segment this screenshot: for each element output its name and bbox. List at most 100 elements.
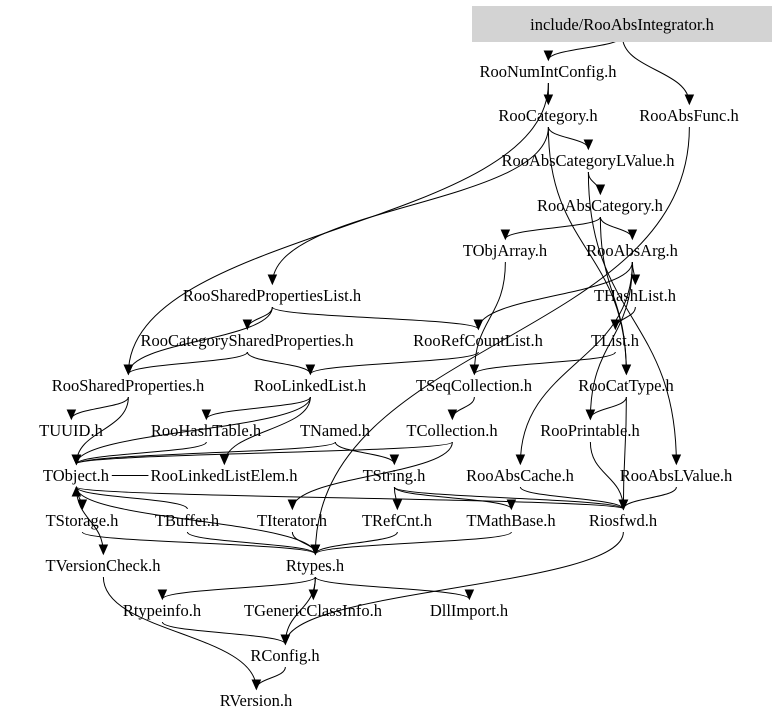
svg-text:RooCatType.h: RooCatType.h (578, 376, 674, 395)
node-TString[interactable]: TString.h (363, 466, 427, 485)
node-TIterator[interactable]: TIterator.h (257, 511, 328, 530)
svg-text:RVersion.h: RVersion.h (220, 691, 293, 710)
arrowhead-Rtypes (310, 544, 321, 556)
node-RooAbsArg[interactable]: RooAbsArg.h (586, 241, 679, 260)
arrowhead-TUUID (66, 409, 77, 421)
edge-RooSharedProperties-to-TObject (75, 396, 129, 465)
node-RooAbsIntegrator[interactable]: include/RooAbsIntegrator.h (530, 15, 715, 34)
node-TList[interactable]: TList.h (591, 331, 640, 350)
node-RooLinkedList[interactable]: RooLinkedList.h (254, 376, 367, 395)
edge-Rtypeinfo-to-RConfig (161, 621, 286, 645)
arrowhead-TIterator (287, 499, 298, 511)
node-THashList[interactable]: THashList.h (594, 286, 677, 305)
svg-text:THashList.h: THashList.h (594, 286, 677, 305)
node-RooRefCountList[interactable]: RooRefCountList.h (413, 331, 543, 350)
arrowhead-TString (389, 454, 400, 466)
edge-TString-to-Riosfwd (393, 486, 624, 510)
node-TBuffer[interactable]: TBuffer.h (155, 511, 220, 530)
node-RooSharedProperties[interactable]: RooSharedProperties.h (52, 376, 205, 395)
svg-text:Rtypes.h: Rtypes.h (286, 556, 345, 575)
node-RVersion[interactable]: RVersion.h (220, 691, 293, 710)
svg-text:RooNumIntConfig.h: RooNumIntConfig.h (479, 62, 617, 81)
arrowhead-RooAbsArg (627, 229, 638, 241)
node-RooAbsCache[interactable]: RooAbsCache.h (466, 466, 574, 485)
edge-RooPrintable-to-Riosfwd (589, 441, 624, 510)
edge-TNamed-to-TString (334, 441, 395, 465)
edge-Rtypes-to-Rtypeinfo (161, 576, 316, 600)
svg-text:RooAbsFunc.h: RooAbsFunc.h (639, 106, 739, 125)
arrowhead-RooNumIntConfig (543, 50, 554, 62)
node-RooAbsLValue[interactable]: RooAbsLValue.h (620, 466, 733, 485)
edge-RooAbsCategory-to-RooAbsArg (599, 216, 633, 240)
arrowhead-TObject (71, 454, 82, 466)
node-TNamed[interactable]: TNamed.h (300, 421, 371, 440)
edge-TStorage-to-Rtypes (81, 531, 316, 555)
node-RooCategorySharedProperties[interactable]: RooCategorySharedProperties.h (140, 331, 354, 350)
svg-text:TList.h: TList.h (591, 331, 640, 350)
edge-RooAbsArg-to-RooPrintable (589, 261, 633, 420)
node-RooNumIntConfig[interactable]: RooNumIntConfig.h (479, 62, 617, 81)
arrowhead-RooLinkedListElem (219, 454, 230, 466)
edge-RooCategory-to-RooSharedPropertiesList (271, 126, 549, 285)
node-RConfig[interactable]: RConfig.h (250, 646, 320, 665)
node-TUUID[interactable]: TUUID.h (39, 421, 103, 440)
node-RooPrintable[interactable]: RooPrintable.h (540, 421, 640, 440)
node-TObject[interactable]: TObject.h (43, 466, 110, 485)
svg-text:RooSharedPropertiesList.h: RooSharedPropertiesList.h (183, 286, 362, 305)
svg-text:RooAbsLValue.h: RooAbsLValue.h (620, 466, 733, 485)
node-RooCatType[interactable]: RooCatType.h (578, 376, 674, 395)
svg-text:TSeqCollection.h: TSeqCollection.h (416, 376, 533, 395)
node-Rtypeinfo[interactable]: Rtypeinfo.h (123, 601, 202, 620)
svg-text:RooCategory.h: RooCategory.h (498, 106, 598, 125)
node-RooSharedPropertiesList[interactable]: RooSharedPropertiesList.h (183, 286, 362, 305)
edge-RooLinkedList-to-TObject (75, 396, 311, 465)
svg-text:RooHashTable.h: RooHashTable.h (151, 421, 262, 440)
node-TMathBase[interactable]: TMathBase.h (466, 511, 556, 530)
edge-TCollection-to-TIterator (291, 441, 453, 510)
svg-text:DllImport.h: DllImport.h (430, 601, 509, 620)
edge-RooAbsCategory-to-TObjArray (504, 216, 601, 240)
arrowhead-RooRefCountList (473, 319, 484, 331)
edge-TList-to-TSeqCollection (473, 351, 616, 375)
svg-text:TMathBase.h: TMathBase.h (466, 511, 556, 530)
edge-RooAbsArg-to-RooAbsCache (519, 261, 633, 465)
node-TStorage[interactable]: TStorage.h (46, 511, 120, 530)
arrowhead-RooCategorySharedProperties (242, 319, 253, 331)
edge-TMathBase-to-Rtypes (314, 531, 512, 555)
edge-RooCategory-to-RooAbsCategoryLValue (547, 126, 589, 150)
node-RooCategory[interactable]: RooCategory.h (498, 106, 598, 125)
node-TRefCnt[interactable]: TRefCnt.h (362, 511, 433, 530)
node-RooAbsCategory[interactable]: RooAbsCategory.h (537, 196, 664, 215)
svg-text:Rtypeinfo.h: Rtypeinfo.h (123, 601, 202, 620)
node-DllImport[interactable]: DllImport.h (430, 601, 509, 620)
node-TVersionCheck[interactable]: TVersionCheck.h (45, 556, 161, 575)
edge-RooAbsFunc-to-Rtypes (314, 126, 690, 555)
node-RooAbsCategoryLValue[interactable]: RooAbsCategoryLValue.h (501, 151, 675, 170)
edge-RooCategorySharedProperties-to-RooSharedProperties (127, 351, 248, 375)
arrowhead-RooAbsFunc (684, 94, 695, 106)
arrowhead-TRefCnt (392, 499, 403, 511)
node-TGenericClassInfo[interactable]: TGenericClassInfo.h (244, 601, 383, 620)
arrowhead-TList (610, 319, 621, 331)
node-TSeqCollection[interactable]: TSeqCollection.h (416, 376, 533, 395)
node-RooLinkedListElem[interactable]: RooLinkedListElem.h (150, 466, 298, 485)
arrowhead-RooPrintable (585, 409, 596, 421)
node-TCollection[interactable]: TCollection.h (406, 421, 498, 440)
arrowhead-RooAbsCategory (595, 184, 606, 196)
edge-TBuffer-to-TObject (75, 486, 188, 510)
svg-text:RooCategorySharedProperties.h: RooCategorySharedProperties.h (140, 331, 354, 350)
svg-text:TRefCnt.h: TRefCnt.h (362, 511, 433, 530)
svg-text:RooPrintable.h: RooPrintable.h (540, 421, 640, 440)
arrowhead-THashList (630, 274, 641, 286)
edge-RooCatType-to-Riosfwd (622, 396, 627, 510)
arrowhead-RooLinkedList (305, 364, 316, 376)
arrowhead-RVersion (251, 679, 262, 691)
node-Rtypes[interactable]: Rtypes.h (286, 556, 345, 575)
edge-Riosfwd-to-RConfig (284, 531, 624, 645)
arrowhead-TMathBase (506, 499, 517, 511)
node-TObjArray[interactable]: TObjArray.h (463, 241, 548, 260)
node-Riosfwd[interactable]: Riosfwd.h (589, 511, 658, 530)
arrowhead-RooAbsCache (515, 454, 526, 466)
node-RooHashTable[interactable]: RooHashTable.h (151, 421, 262, 440)
node-RooAbsFunc[interactable]: RooAbsFunc.h (639, 106, 739, 125)
